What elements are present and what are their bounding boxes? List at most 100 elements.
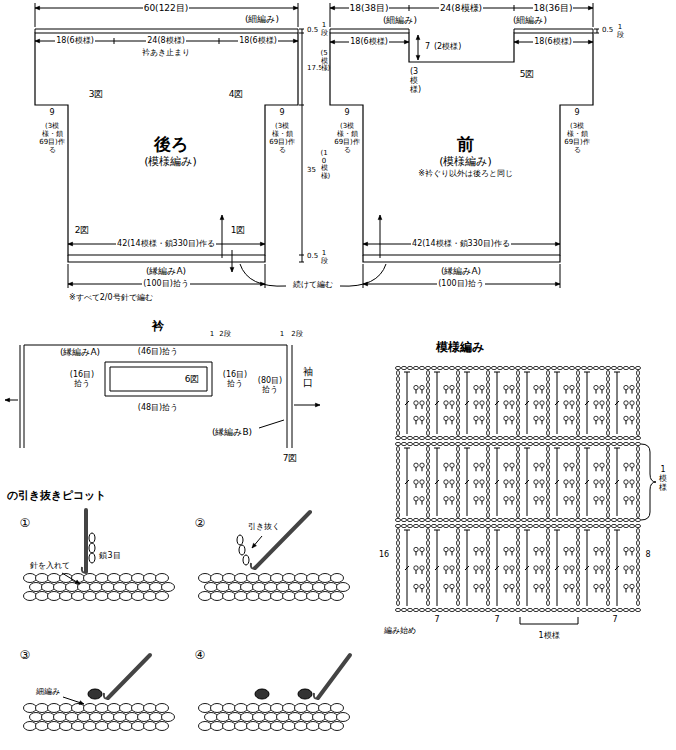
picot-symbol: [564, 463, 568, 467]
chain-stitch: [487, 406, 490, 411]
chain-stitch: [527, 518, 532, 521]
stitch-loop: [24, 722, 37, 731]
picot-symbol: [512, 421, 513, 425]
picot-symbol: [632, 570, 633, 574]
chain-stitch: [437, 518, 442, 521]
chain-stitch: [547, 564, 550, 569]
chain-stitch: [509, 518, 514, 521]
chain-stitch: [547, 594, 550, 599]
chain-stitch: [467, 366, 472, 369]
picot-symbol: [542, 484, 543, 488]
dimension-label: (3模様・鎖69目)作る: [333, 122, 361, 154]
picot-symbol: [422, 570, 423, 574]
picot-symbol: [536, 405, 537, 409]
chain-stitch: [395, 436, 400, 439]
chain-stitch: [517, 600, 520, 605]
chain-stitch: [487, 540, 490, 545]
chain-stitch: [637, 576, 640, 581]
chain-stitch: [637, 558, 640, 563]
chain-stitch: [517, 482, 520, 487]
chain-stitch: [491, 524, 496, 527]
chain-stitch: [449, 366, 454, 369]
chain-stitch: [473, 608, 478, 611]
chain-stitch: [539, 524, 544, 527]
chain-stitch: [419, 608, 424, 611]
chain-stitch: [569, 442, 574, 445]
dimension-label: (46目)拾う: [137, 347, 179, 356]
chain-stitch: [637, 482, 640, 487]
stitch-loop: [241, 583, 254, 592]
chain-stitch: [637, 376, 640, 381]
chain-stitch: [637, 500, 640, 505]
stitch-loop: [259, 574, 272, 583]
picot-symbol: [444, 401, 448, 405]
picot-symbol: [450, 416, 454, 420]
arrow-head: [378, 215, 382, 220]
chain-stitch: [485, 442, 490, 445]
stitch-loop: [96, 592, 109, 601]
chain-stitch: [427, 540, 430, 545]
dimension-label: (2模様): [433, 42, 462, 51]
stitch-loop: [84, 592, 97, 601]
picot-symbol: [540, 480, 544, 484]
chain-stitch: [547, 458, 550, 463]
chain-stitch: [461, 366, 466, 369]
arrow-head: [588, 40, 593, 44]
picot-symbol: [480, 547, 484, 551]
figure-ref: 5図: [519, 69, 536, 79]
section-heading: 衿: [151, 320, 165, 334]
picot-symbol: [596, 390, 597, 394]
picot-symbol: [630, 401, 634, 405]
chain-stitch: [547, 582, 550, 587]
stitch-loop: [96, 704, 109, 713]
picot-symbol: [510, 480, 514, 484]
chain-stitch: [605, 436, 610, 439]
double-crochet: [614, 448, 620, 449]
chain-stitch: [487, 512, 490, 517]
dimension-label: (80目)拾う: [256, 376, 284, 394]
chain-stitch: [397, 594, 400, 599]
chain-stitch: [517, 382, 520, 387]
note-label: ※すべて2/0号針で編む: [68, 293, 154, 302]
picot-symbol: [594, 463, 598, 467]
chain-stitch: [457, 470, 460, 475]
chain-stitch: [517, 430, 520, 435]
picot-symbol: [536, 501, 537, 505]
picot-symbol: [422, 589, 423, 593]
picot-symbol: [596, 467, 597, 471]
chain-stitch: [487, 370, 490, 375]
dimension-label: (16目)拾う: [67, 370, 97, 388]
chain-stitch: [599, 366, 604, 369]
double-crochet: [525, 480, 529, 484]
note-label: 編み始め: [383, 626, 417, 635]
picot-symbol: [506, 484, 507, 488]
chain-stitch: [427, 376, 430, 381]
chain-stitch: [397, 494, 400, 499]
dimension-label: 0.5: [306, 252, 319, 260]
edge-band: [20, 345, 21, 448]
picot-symbol: [624, 385, 628, 389]
chain-stitch: [449, 436, 454, 439]
chain-stitch: [461, 608, 466, 611]
chain-stitch: [533, 366, 538, 369]
picot-symbol: [542, 405, 543, 409]
chain-stitch: [517, 552, 520, 557]
chain-stitch: [577, 418, 580, 423]
chain-stitch: [577, 464, 580, 469]
repeat-bracket: [520, 617, 578, 624]
picot-symbol: [420, 566, 424, 570]
chain-stitch: [607, 458, 610, 463]
picot-symbol: [594, 584, 598, 588]
chain-stitch: [557, 366, 562, 369]
chain-stitch: [487, 588, 490, 593]
chain-stitch: [577, 370, 580, 375]
chain-stitch: [527, 436, 532, 439]
chain-stitch: [617, 366, 622, 369]
stitch-loop: [144, 722, 157, 731]
picot-symbol: [542, 467, 543, 471]
chain-stitch: [587, 442, 592, 445]
chain-stitch: [487, 458, 490, 463]
picot-symbol: [510, 416, 514, 420]
chain-stitch: [557, 608, 562, 611]
extension-line: [560, 264, 561, 288]
